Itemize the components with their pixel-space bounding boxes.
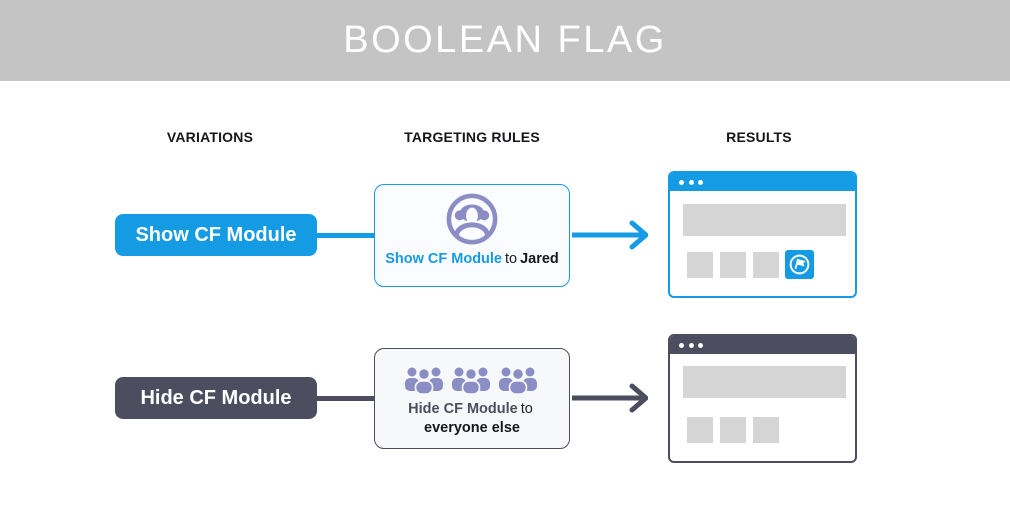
rule-audience: everyone else [424, 420, 520, 436]
placeholder-banner [683, 204, 846, 236]
cf-module-flag-icon [785, 250, 814, 279]
window-dot-icon [698, 342, 703, 348]
variation-pill-show-cf-module: Show CF Module [115, 214, 317, 256]
result-browser-show [668, 171, 857, 298]
variation-pill-hide-cf-module: Hide CF Module [115, 377, 317, 419]
placeholder-block [753, 252, 779, 278]
arrow-right-icon [572, 220, 649, 250]
column-header-variations: VARIATIONS [166, 129, 254, 145]
window-dot-icon [688, 179, 694, 185]
browser-title-bar [670, 173, 855, 191]
result-browser-hide [668, 334, 857, 463]
arrow-right-icon [572, 383, 649, 413]
connector-line [317, 233, 374, 238]
placeholder-block [687, 252, 713, 278]
window-dot-icon [698, 179, 703, 185]
window-dot-icon [679, 179, 684, 185]
column-header-results: RESULTS [726, 129, 792, 145]
rule-connector-word: to [520, 401, 533, 417]
rule-flag-name: Show CF Module [385, 251, 502, 267]
placeholder-block [687, 417, 713, 443]
placeholder-block [720, 417, 746, 443]
window-dot-icon [679, 342, 684, 348]
rule-audience: Jared [520, 251, 559, 267]
rule-flag-name: Hide CF Module [408, 401, 518, 417]
crowd-icon [402, 365, 542, 396]
single-user-icon [443, 190, 501, 248]
rule-connector-word: to [505, 251, 518, 267]
connector-line [317, 396, 374, 401]
title-band: BOOLEAN FLAG [0, 0, 1010, 81]
browser-title-bar [670, 336, 855, 354]
placeholder-banner [683, 366, 846, 398]
placeholder-block [753, 417, 779, 443]
placeholder-block [720, 252, 746, 278]
page-title: BOOLEAN FLAG [343, 19, 667, 61]
window-dot-icon [688, 342, 694, 348]
column-header-targeting-rules: TARGETING RULES [404, 129, 540, 145]
